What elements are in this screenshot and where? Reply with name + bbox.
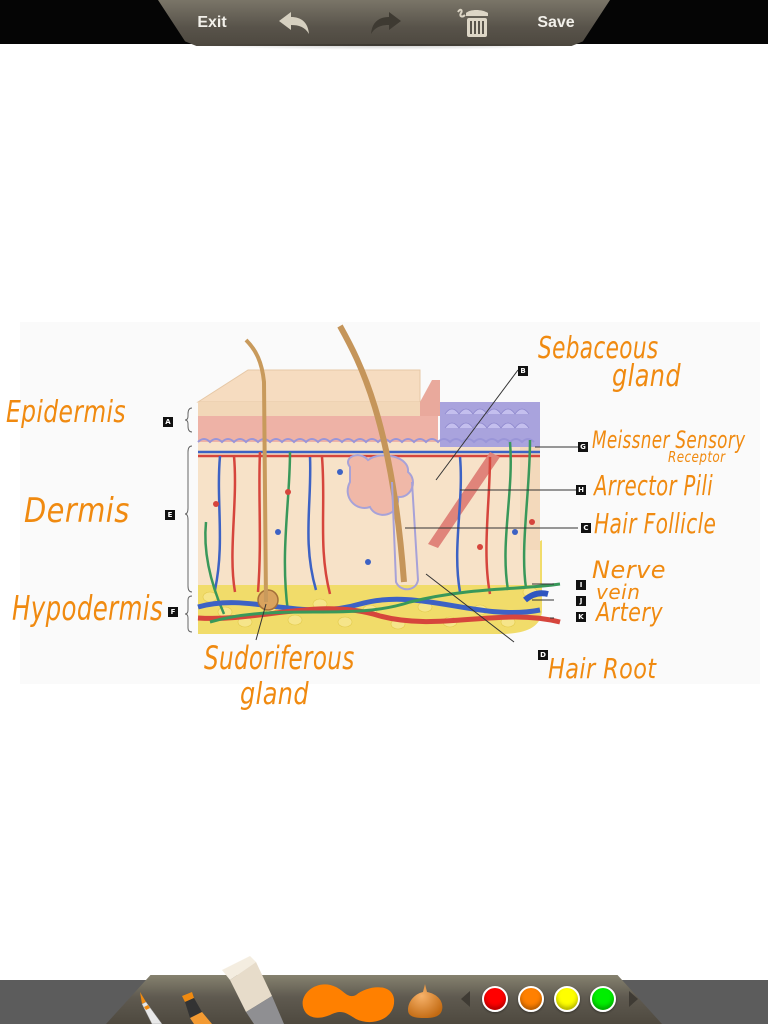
- annotation-hair-root: Hair Root: [548, 652, 657, 685]
- marker-d: D: [538, 650, 548, 660]
- color-swatch-orange[interactable]: [518, 986, 544, 1012]
- save-label: Save: [537, 14, 575, 31]
- annotation-sebaceous-line2: gland: [612, 359, 682, 394]
- top-toolbar-shadow: [185, 44, 585, 50]
- palette-next-arrow[interactable]: [629, 991, 638, 1007]
- marker-b: B: [518, 366, 528, 376]
- trash-clear-icon: [457, 8, 488, 37]
- color-swatch-yellow[interactable]: [554, 986, 580, 1012]
- undo-button[interactable]: [272, 0, 316, 46]
- pen-tool[interactable]: [136, 990, 172, 1024]
- annotation-epidermis: Epidermis: [6, 395, 127, 430]
- pen-icon: [140, 992, 163, 1024]
- marker-i: I: [576, 580, 586, 590]
- redo-arrow-icon: [371, 12, 401, 34]
- brush-size-preview[interactable]: [298, 975, 398, 1024]
- annotation-dermis: Dermis: [24, 491, 130, 531]
- undo-arrow-icon: [279, 12, 309, 34]
- ink-drop-icon: [408, 984, 443, 1018]
- marker-icon: [182, 992, 212, 1024]
- annotation-sebaceous-line1: Sebaceous: [538, 331, 659, 366]
- annotation-artery: Artery: [596, 598, 663, 628]
- marker-k: K: [576, 612, 586, 622]
- marker-j: J: [576, 596, 586, 606]
- annotation-nerve: Nerve: [592, 556, 667, 584]
- color-swatch-green[interactable]: [590, 986, 616, 1012]
- brush-stroke-icon: [302, 984, 395, 1023]
- exit-label: Exit: [197, 14, 227, 31]
- exit-button[interactable]: Exit: [190, 0, 234, 46]
- save-button[interactable]: Save: [533, 0, 579, 46]
- annotation-hair-follicle: Hair Follicle: [594, 507, 717, 540]
- color-swatch-red[interactable]: [482, 986, 508, 1012]
- eraser-tool[interactable]: [220, 950, 290, 1024]
- annotation-meissner-line2: Receptor: [668, 448, 726, 466]
- marker-e: E: [165, 510, 175, 520]
- redo-button[interactable]: [364, 0, 408, 46]
- annotation-hypodermis: Hypodermis: [12, 589, 164, 629]
- annotation-meissner-line1: Meissner Sensory: [592, 426, 746, 454]
- color-picker-drop[interactable]: [404, 980, 446, 1024]
- skin-diagram-image: A B C D E F G H I J K: [20, 322, 760, 684]
- clear-canvas-button[interactable]: [452, 0, 496, 46]
- palette-prev-arrow[interactable]: [461, 991, 470, 1007]
- marker-g: G: [578, 442, 588, 452]
- marker-c: C: [581, 523, 591, 533]
- marker-h: H: [576, 485, 586, 495]
- annotation-sudoriferous-line2: gland: [240, 677, 310, 712]
- marker-tool[interactable]: [180, 990, 220, 1024]
- annotation-vein: vein: [596, 580, 641, 604]
- skin-cross-section-illustration: [184, 324, 578, 643]
- annotation-arrector-pili: Arrector Pili: [594, 469, 714, 502]
- marker-a: A: [163, 417, 173, 427]
- annotation-sudoriferous-line1: Sudoriferous: [204, 639, 355, 677]
- marker-f: F: [168, 607, 178, 617]
- eraser-icon: [222, 956, 284, 1024]
